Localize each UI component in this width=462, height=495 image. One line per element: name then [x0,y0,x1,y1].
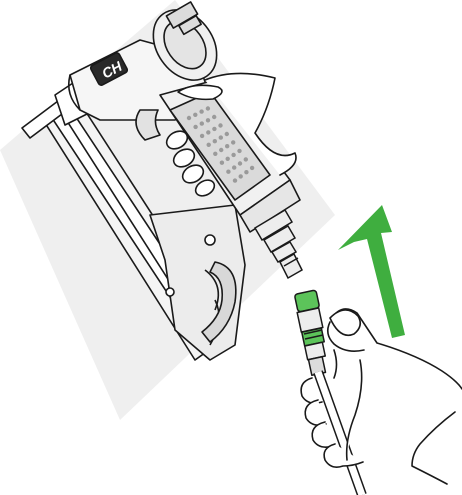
grip-dot [250,166,254,170]
grip-dot [237,149,241,153]
grip-dot [226,170,230,174]
hose-coupler [294,290,325,375]
grip-dot [193,125,197,129]
grip-dot [193,113,197,117]
grip-dot [231,153,235,157]
grip-dot [213,152,217,156]
grip-dot [200,121,204,125]
grip-dot [187,116,191,120]
grip-dot [225,144,229,148]
grip-dot [244,157,248,161]
grip-dot [231,140,235,144]
grip-dot [213,139,217,143]
grip-dot [232,165,236,169]
grip-dot [206,106,210,110]
grip-dot [219,148,223,152]
grip-dot [244,170,248,174]
grip-dot [218,123,222,127]
grip-dot [219,135,223,139]
grip-dot [233,178,237,182]
grip-dot [239,174,243,178]
grip-dot [206,130,210,134]
grip-dot [199,109,203,113]
finger-knuckle-2 [305,400,326,425]
grip-dot [238,161,242,165]
grip-dot [207,143,211,147]
grip-dot [200,134,204,138]
grip-dot [212,115,216,119]
grip-dot [226,157,230,161]
grip-dot [206,118,210,122]
grip-dot [220,161,224,165]
finger-knuckle-3 [312,422,333,447]
grip-dot [212,127,216,131]
grip-dot [225,132,229,136]
